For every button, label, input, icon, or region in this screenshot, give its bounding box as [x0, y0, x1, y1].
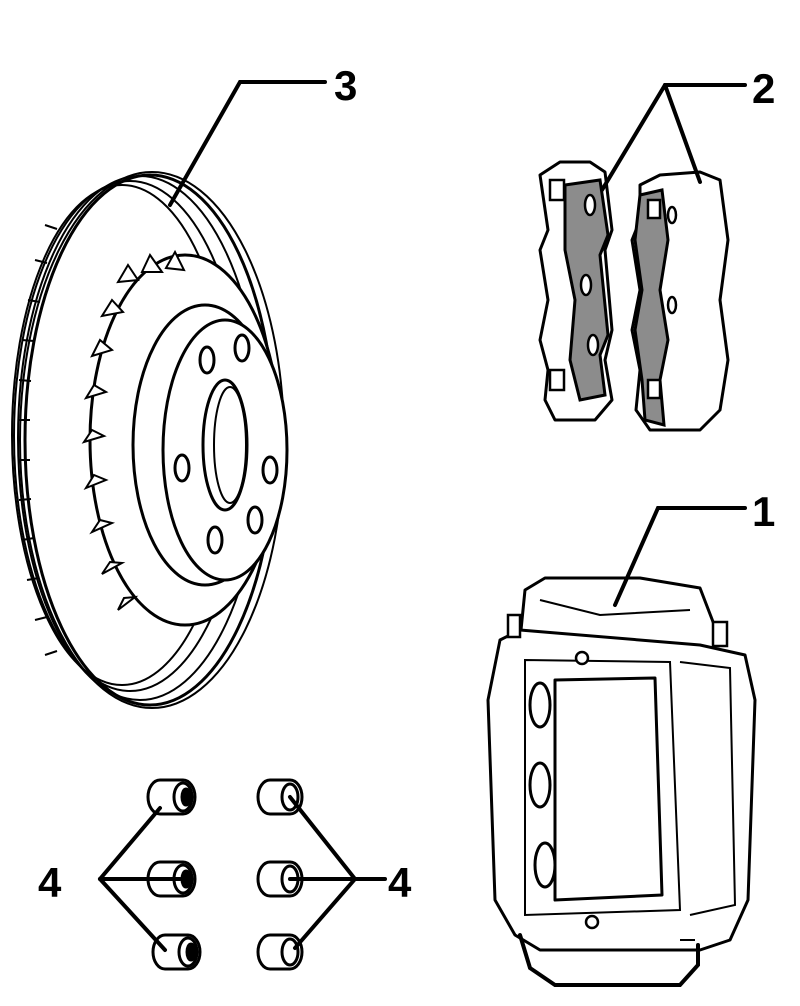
label-4-left: 4 — [38, 859, 62, 906]
bushings-right — [256, 778, 304, 971]
label-4-right: 4 — [388, 859, 412, 906]
brake-caliper — [486, 576, 757, 987]
label-1: 1 — [752, 488, 775, 535]
brake-disc — [11, 171, 289, 709]
label-3: 3 — [334, 62, 357, 109]
label-4-left-group: 4 — [38, 806, 182, 952]
label-3-group: 3 — [168, 62, 357, 207]
label-4-right-group: 4 — [288, 795, 412, 950]
label-2: 2 — [752, 65, 775, 112]
label-1-group: 1 — [613, 488, 775, 607]
brake-pads — [538, 160, 730, 432]
label-2-group: 2 — [600, 65, 775, 192]
